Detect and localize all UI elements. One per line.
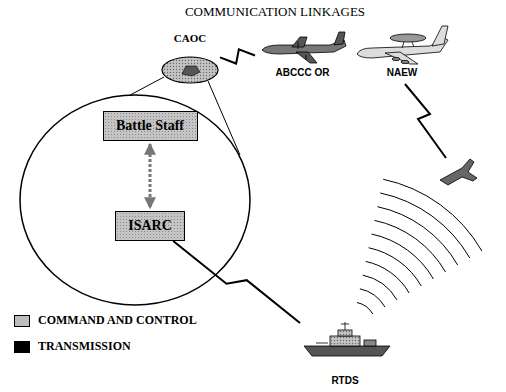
radio-wave — [363, 275, 397, 300]
fighter-aircraft — [440, 159, 477, 185]
legend-swatch — [14, 341, 30, 353]
aircraft-node: NAEW — [352, 22, 452, 78]
radio-wave — [357, 303, 373, 314]
node-label: ISARC — [128, 218, 172, 234]
enlarged-circle — [20, 95, 250, 305]
radio-wave — [374, 220, 445, 272]
radio-wave — [372, 234, 434, 279]
ship-node: RTDS — [300, 318, 390, 386]
rtds-ship — [304, 322, 390, 356]
abccc-aircraft — [262, 32, 346, 63]
legend-swatch — [14, 315, 30, 327]
legend-row: TRANSMISSION — [14, 339, 131, 354]
legend-label: COMMAND AND CONTROL — [38, 313, 197, 328]
command-box: ISARC — [115, 211, 185, 241]
radio-wave — [380, 193, 470, 258]
transmission-bolt — [405, 84, 446, 158]
transmission-bolt — [220, 49, 255, 63]
aircraft-node: ABCCC OR — [255, 28, 350, 78]
command-link — [149, 144, 152, 208]
diagram-title: COMMUNICATION LINKAGES — [150, 4, 400, 20]
naew-aircraft — [357, 26, 448, 64]
node-label: RTDS — [331, 375, 358, 386]
transmission-bolt — [173, 241, 300, 323]
node-label: Battle Staff — [116, 118, 184, 134]
node-label: CAOC — [174, 32, 206, 44]
caoc-node: CAOC — [160, 32, 220, 86]
legend-label: TRANSMISSION — [38, 339, 131, 354]
node-label: NAEW — [387, 67, 418, 78]
radio-waves — [357, 179, 482, 314]
radio-wave — [360, 289, 385, 307]
radio-wave — [366, 261, 409, 293]
radio-wave — [369, 248, 422, 286]
legend-row: COMMAND AND CONTROL — [14, 313, 197, 328]
node-label: ABCCC OR — [276, 67, 330, 78]
command-box: Battle Staff — [103, 111, 198, 141]
radio-wave — [383, 179, 482, 251]
radio-wave — [377, 207, 457, 265]
